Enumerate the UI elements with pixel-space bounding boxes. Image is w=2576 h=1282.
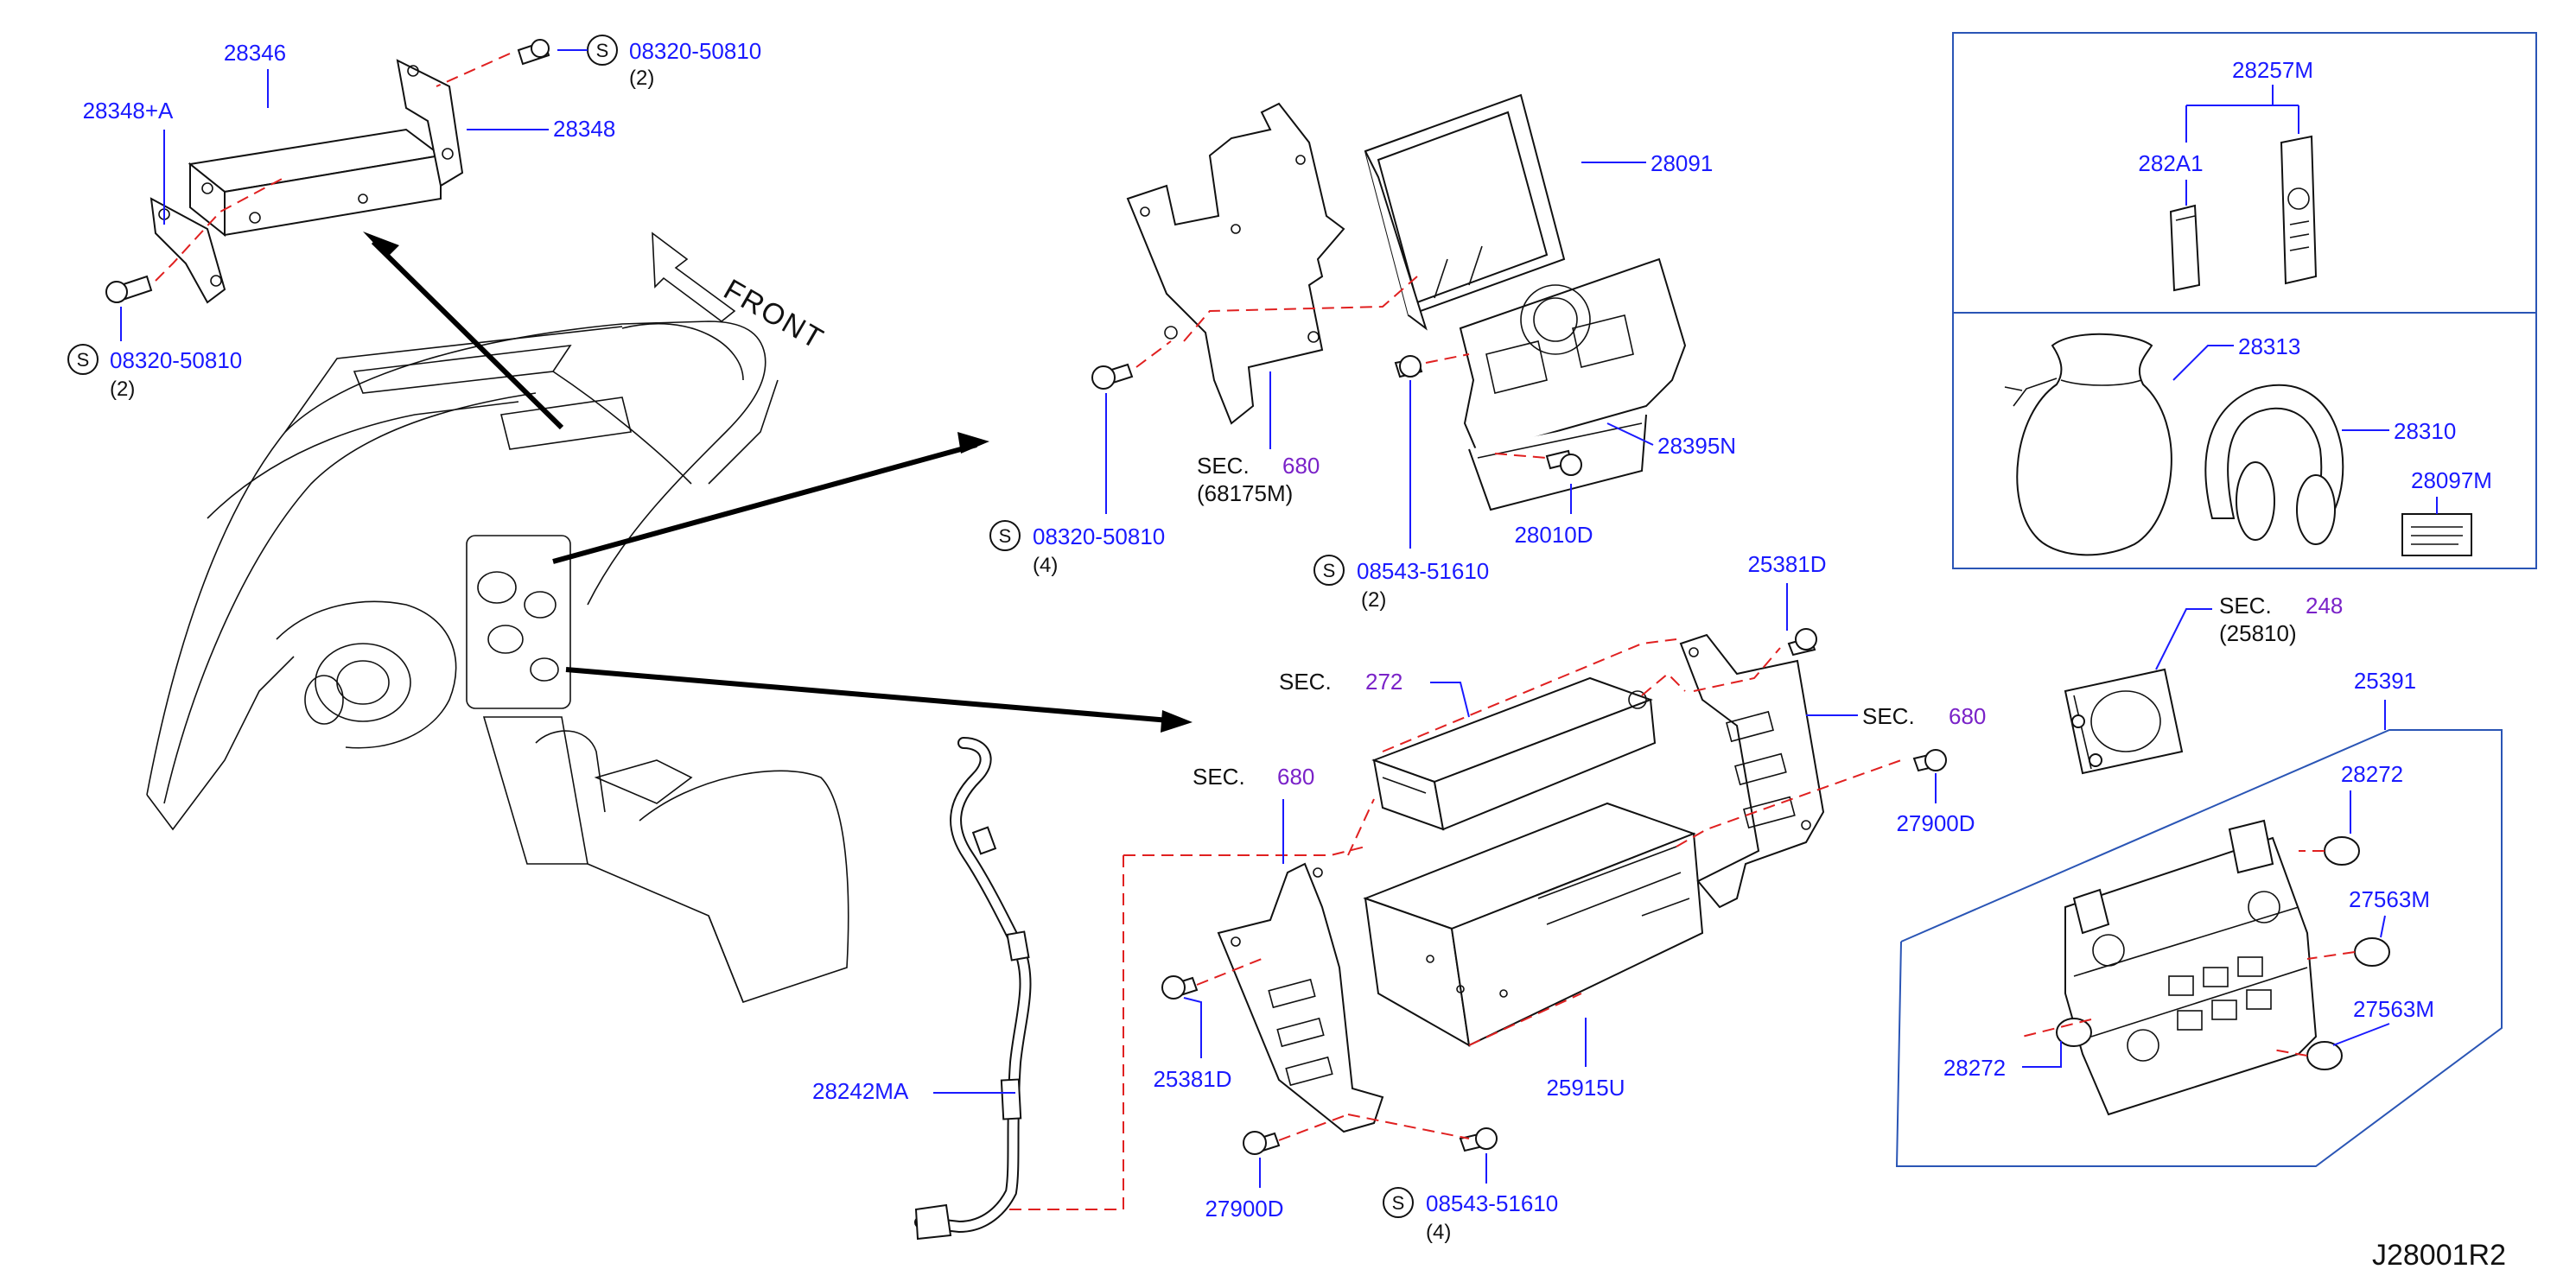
part-number: 28313 [2238, 333, 2300, 359]
section-prefix: SEC. [1862, 703, 1915, 729]
climate-control-box [1895, 729, 2503, 1167]
bolt-qty: (4) [1033, 554, 1058, 577]
front-indicator: FRONT [652, 232, 830, 356]
part-number: 28091 [1651, 150, 1713, 176]
nav-unit-group [994, 628, 1947, 1210]
section-prefix: SEC. [2219, 593, 2272, 619]
part-number: 28395N [1657, 433, 1736, 459]
s-badge [989, 520, 1021, 551]
bolt-qty: (2) [110, 378, 135, 401]
section-prefix: SEC. [1197, 453, 1250, 479]
part-number: 25391 [2354, 668, 2416, 694]
svg-text:S: S [1392, 1192, 1405, 1214]
s-badge [67, 344, 99, 375]
display-bracket-group [1091, 93, 1687, 511]
part-number: 25381D [1153, 1066, 1231, 1092]
pointer-arrows [363, 232, 1193, 733]
diagram-code: J28001R2 [2372, 1239, 2506, 1272]
s-badge [1313, 555, 1345, 586]
part-number: 28346 [224, 40, 286, 66]
section-number: 680 [1282, 453, 1320, 479]
headphone-bag-group [2004, 333, 2472, 556]
part-number: 28257M [2232, 57, 2313, 83]
antenna-cable-group [914, 737, 1032, 1241]
svg-text:S: S [77, 349, 90, 371]
bolt-number: 08320-50810 [110, 347, 242, 373]
part-number: 27900D [1896, 810, 1975, 836]
climate-panel-group [2021, 819, 2390, 1116]
section-number: 680 [1949, 703, 1986, 729]
part-number: 25915U [1546, 1075, 1625, 1101]
bolt-qty: (2) [1361, 588, 1386, 612]
part-number: 28097M [2411, 467, 2492, 493]
part-number: 28010D [1514, 522, 1593, 548]
part-number: 28348 [553, 116, 615, 142]
section-prefix: SEC. [1193, 764, 1245, 790]
part-number: 28272 [2341, 761, 2403, 787]
section-sub: (68175M) [1197, 480, 1293, 506]
part-number: 25381D [1747, 551, 1826, 577]
part-number: 28242MA [812, 1078, 909, 1104]
speaker-group [2064, 668, 2184, 775]
part-number: 27900D [1205, 1196, 1283, 1222]
bolt-number: 08320-50810 [1033, 524, 1165, 549]
s-badge [1383, 1187, 1414, 1218]
bolt-qty: (2) [629, 67, 654, 90]
remote-control-group [2169, 135, 2318, 292]
front-label: FRONT [718, 273, 830, 356]
part-number: 28272 [1943, 1055, 2006, 1081]
bolt-number: 08543-51610 [1426, 1190, 1558, 1216]
section-prefix: SEC. [1279, 669, 1332, 695]
part-number: 28348+A [83, 98, 174, 124]
svg-text:S: S [1323, 560, 1336, 581]
amplifier-module-group [105, 39, 550, 304]
part-number: 27563M [2349, 886, 2430, 912]
part-number: 27563M [2353, 996, 2434, 1022]
section-number: 248 [2306, 593, 2343, 619]
bolt-number: 08543-51610 [1357, 558, 1489, 584]
accessory-box [1952, 32, 2537, 569]
svg-text:S: S [999, 525, 1012, 547]
bolt-number: 08320-50810 [629, 38, 761, 64]
part-number: 282A1 [2138, 150, 2203, 176]
section-number: 272 [1365, 669, 1402, 695]
part-number: 28310 [2394, 418, 2456, 444]
section-number: 680 [1277, 764, 1314, 790]
svg-text:S: S [596, 40, 609, 61]
bolt-qty: (4) [1426, 1221, 1451, 1244]
dashboard-illustration [146, 320, 849, 1003]
section-sub: (25810) [2219, 620, 2297, 646]
